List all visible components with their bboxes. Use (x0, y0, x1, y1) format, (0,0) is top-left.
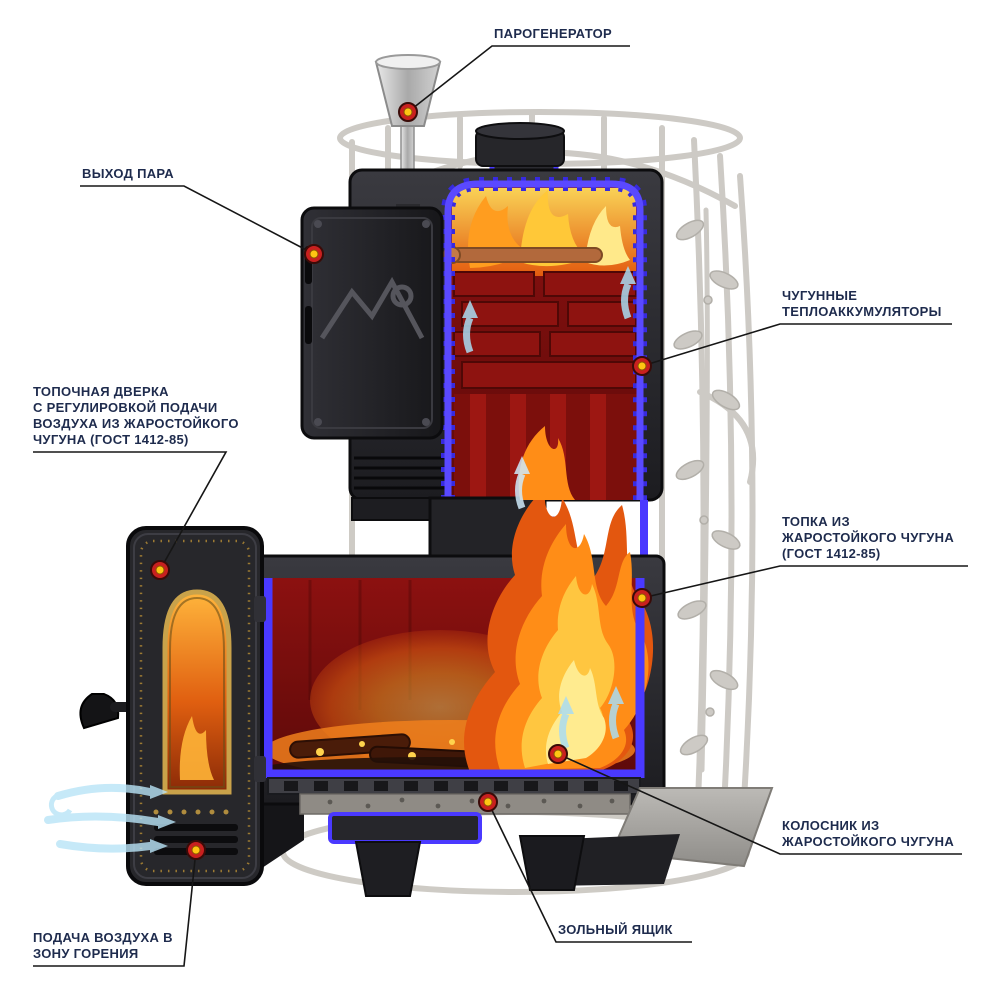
callout-label-heat-accumulators: ЧУГУННЫЕ ТЕПЛОАККУМУЛЯТОРЫ (782, 288, 942, 319)
callout-marker (478, 792, 498, 812)
cage-leaf-ornament (673, 207, 741, 773)
callout-label-firebox: ТОПКА ИЗ ЖАРОСТОЙКОГО ЧУГУНА (ГОСТ 1412-… (782, 514, 955, 561)
window-flame (179, 716, 214, 780)
mountain-logo-icon (319, 276, 425, 340)
callout-marker (548, 744, 568, 764)
door-hinges (254, 596, 266, 782)
copper-pipe (443, 246, 603, 264)
heat-accumulator-bricks (453, 271, 637, 389)
hot-air-arrows (462, 266, 636, 750)
stove-door (79, 526, 266, 886)
fire-flame (464, 426, 654, 772)
grate (267, 777, 641, 795)
side-panel (300, 204, 444, 440)
callout-label-ash-box: ЗОЛЬНЫЙ ЯЩИК (558, 922, 673, 937)
callout-marker (186, 840, 206, 860)
stove-leg-left (354, 841, 422, 897)
callout-marker (398, 102, 418, 122)
airflow-arrow-icon (620, 266, 636, 320)
callout-line (641, 323, 952, 367)
callout-line (33, 849, 197, 967)
callout-label-air-supply: ПОДАЧА ВОЗДУХА В ЗОНУ ГОРЕНИЯ (33, 930, 173, 961)
airflow-arrow-icon (462, 300, 478, 354)
door-vents (154, 824, 238, 855)
callout-marker (632, 356, 652, 376)
airflow-arrow-icon (608, 686, 624, 740)
callout-marker (150, 560, 170, 580)
stove-leg-right (518, 835, 586, 891)
callout-line (80, 185, 315, 255)
callout-line (641, 565, 968, 599)
door-handle (79, 693, 153, 730)
panel-bolts (314, 220, 430, 426)
callout-line (407, 45, 630, 113)
callout-line (487, 801, 692, 943)
airflow-swirls (44, 783, 176, 853)
callout-line (557, 753, 962, 855)
airflow-arrow-icon (514, 456, 530, 510)
callout-line (33, 451, 228, 571)
ash-tray (299, 793, 631, 815)
ash-drawer (328, 812, 482, 844)
airflow-arrow-icon (558, 696, 574, 750)
door-gold-bead (139, 539, 251, 873)
door-window (162, 589, 232, 795)
funnel-rim (375, 54, 441, 70)
callout-label-grate: КОЛОСНИК ИЗ ЖАРОСТОЙКОГО ЧУГУНА (782, 818, 955, 849)
callout-label-steam-generator: ПАРОГЕНЕРАТОР (494, 26, 613, 41)
callout-label-firebox-door: ТОПОЧНАЯ ДВЕРКА С РЕГУЛИРОВКОЙ ПОДАЧИ ВО… (33, 384, 239, 447)
door-gold-dots (153, 809, 229, 815)
callout-label-steam-outlet: ВЫХОД ПАРА (82, 166, 174, 181)
callout-marker (632, 588, 652, 608)
callout-markers (150, 102, 652, 860)
callout-lines (33, 45, 968, 967)
callout-marker (304, 244, 324, 264)
